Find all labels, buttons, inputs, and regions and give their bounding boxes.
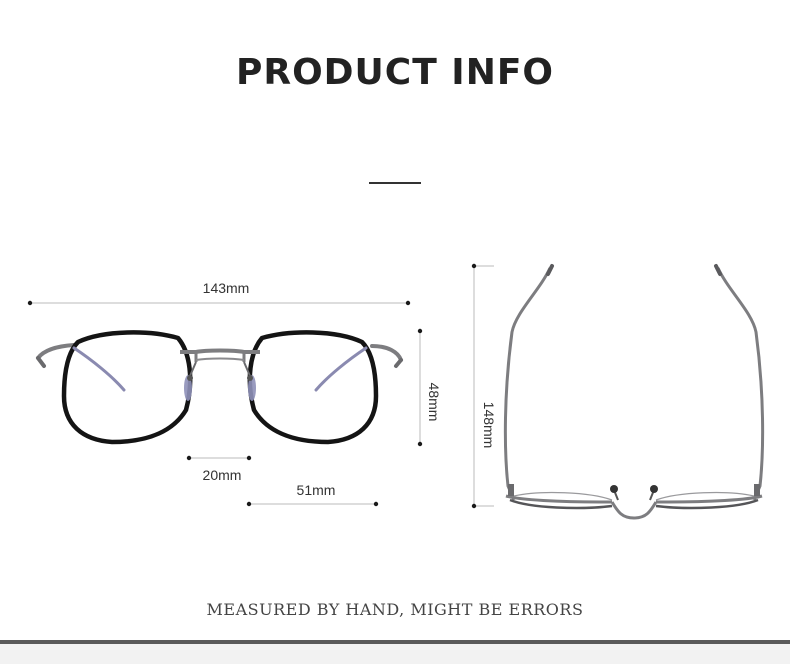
bridge-width-label: 20mm xyxy=(203,467,242,483)
page-title: PRODUCT INFO xyxy=(235,52,555,93)
lens-width-label: 51mm xyxy=(297,482,336,498)
bridge-top xyxy=(610,501,658,520)
front-frame-top xyxy=(505,494,763,504)
right-nose-pad xyxy=(248,375,256,401)
glasses-top-view xyxy=(503,264,765,520)
dimension-temple-length: 148mm xyxy=(471,263,497,509)
dimension-total-width: 143mm xyxy=(27,280,411,306)
lens-height-label: 48mm xyxy=(426,383,442,422)
right-lens-rim xyxy=(247,330,379,445)
dimension-lens-width: 51mm xyxy=(246,482,379,507)
right-temple-top xyxy=(716,267,765,501)
glasses-front-view xyxy=(36,330,403,445)
right-temple-front xyxy=(370,344,403,362)
temple-length-label: 148mm xyxy=(481,402,497,449)
left-lens-rim xyxy=(61,330,193,445)
left-temple-front xyxy=(36,343,76,360)
left-temple-top xyxy=(503,267,552,501)
bridge xyxy=(180,348,260,354)
bottom-bar xyxy=(0,640,790,664)
left-nose-pad xyxy=(184,375,192,401)
title-divider xyxy=(369,182,421,184)
measurement-disclaimer: MEASURED BY HAND, MIGHT BE ERRORS xyxy=(206,600,584,619)
dimension-bridge-width: 20mm xyxy=(186,455,252,483)
dimension-lens-height: 48mm xyxy=(417,328,442,447)
total-width-label: 143mm xyxy=(203,280,250,296)
